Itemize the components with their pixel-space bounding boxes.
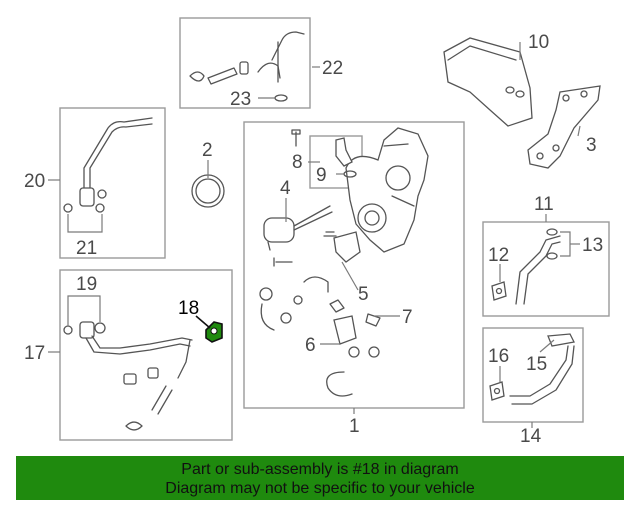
callout-3: 3 [586,135,597,156]
turbocharger-1 [263,127,429,253]
callout-15: 15 [526,354,547,375]
callout-17: 17 [24,343,45,364]
callout-20: 20 [24,171,45,192]
callout-11: 11 [534,194,554,215]
hose-assembly-22 [189,31,305,102]
parts-diagram: 22 23 10 3 2 20 21 8 9 4 5 7 6 1 11 12 1… [24,17,610,447]
callout-6: 6 [305,335,316,356]
coolant-pipe-17 [63,321,193,431]
callout-18: 18 [178,298,199,319]
heat-shield-10 [443,37,533,127]
seal-ring-2 [191,174,225,208]
group-box-20 [59,107,166,259]
bracket-3 [527,85,601,169]
callout-19: 19 [76,274,97,295]
callout-13: 13 [582,235,603,256]
callout-12: 12 [488,245,509,266]
group-box-17 [59,269,233,441]
hardware-set [259,129,381,397]
callout-8: 8 [292,152,303,173]
callout-14: 14 [520,426,542,447]
oil-feed-pipe-20 [63,117,153,213]
info-banner: Part or sub-assembly is #18 in diagram D… [16,456,624,500]
callout-23: 23 [230,89,251,110]
callout-21: 21 [76,238,97,259]
gasket-18-highlighted [205,321,223,343]
callout-2: 2 [202,140,213,161]
banner-line-1: Part or sub-assembly is #18 in diagram [181,461,459,478]
callout-4: 4 [280,178,291,199]
fitting-8 [335,137,357,178]
oil-return-pipe-11 [491,228,561,305]
callout-1: 1 [349,416,360,437]
callout-22: 22 [322,58,343,79]
group-box-14 [482,327,584,423]
callout-10: 10 [528,32,549,53]
leader-lines [48,42,581,428]
banner-line-2: Diagram may not be specific to your vehi… [165,480,475,497]
group-box-22 [179,17,311,109]
callout-7: 7 [402,307,413,328]
callout-5: 5 [358,284,369,305]
callout-16: 16 [488,346,509,367]
callout-9: 9 [316,165,327,186]
